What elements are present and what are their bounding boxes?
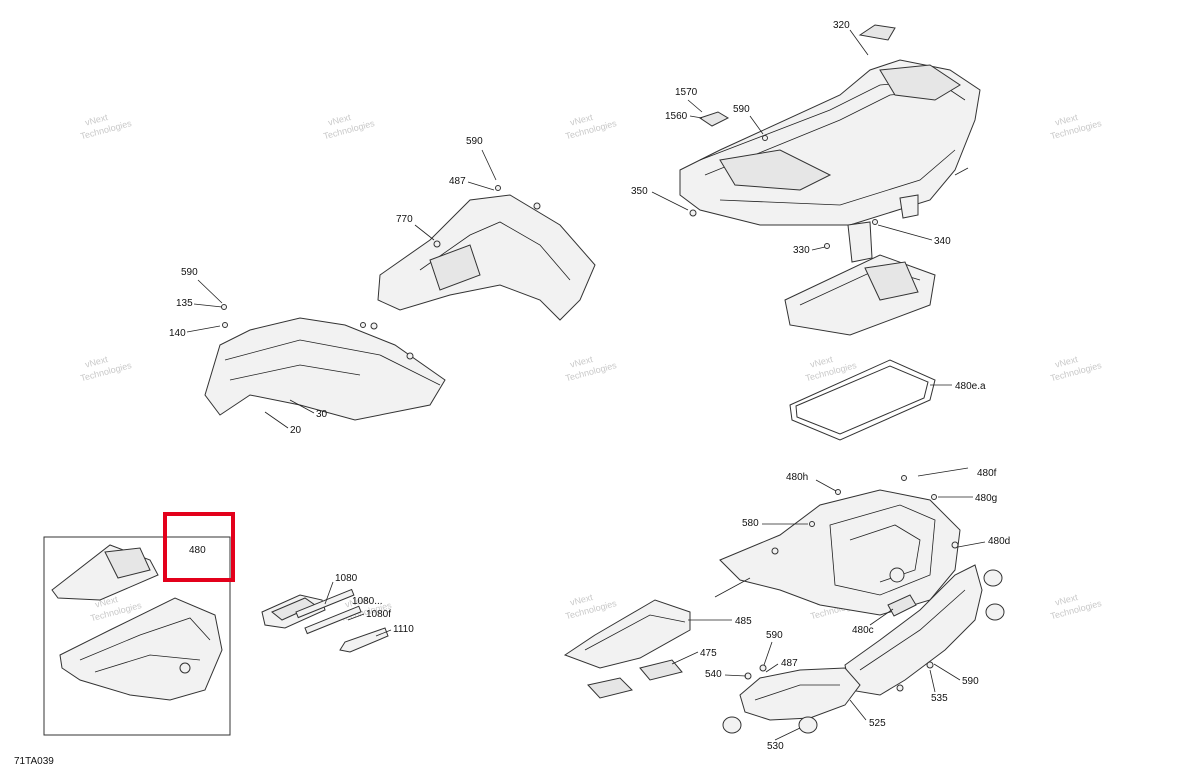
callout-140: 140 [169, 328, 186, 339]
storage-gasket: 480e.a [789, 359, 986, 441]
callout-487-tub: 487 [781, 658, 798, 669]
diagram-code: 71TA039 [14, 756, 54, 767]
fender-callouts: 590 487 770 590 135 140 30 20 [169, 136, 497, 436]
highlight-label: 480 [189, 545, 206, 556]
tool-kit: 1080 1080... 1080f 1110 [261, 573, 414, 653]
callout-340: 340 [934, 236, 951, 247]
callout-480ea: 480e.a [955, 381, 986, 392]
callout-330: 330 [793, 245, 810, 256]
inset-box-480 [43, 536, 231, 736]
callout-1560: 1560 [665, 111, 688, 122]
callout-480h: 480h [786, 472, 808, 483]
storage-lid [784, 254, 936, 336]
callout-480g: 480g [975, 493, 997, 504]
callout-580: 580 [742, 518, 759, 529]
highlight-box [163, 512, 235, 582]
callout-1080f: 1080f [366, 609, 391, 620]
rear-fender-left [722, 664, 861, 734]
callout-30: 30 [316, 409, 328, 420]
callout-525: 525 [869, 718, 886, 729]
callout-770: 770 [396, 214, 413, 225]
callout-590-right: 590 [962, 676, 979, 687]
callout-535: 535 [931, 693, 948, 704]
front-fender-upper [377, 185, 596, 321]
callout-475: 475 [700, 648, 717, 659]
callout-590-fender: 590 [466, 136, 483, 147]
callout-590-tub: 590 [766, 630, 783, 641]
callout-590-rack: 590 [733, 104, 750, 115]
highlight-480: 480 [163, 512, 235, 582]
rear-rack-assembly [679, 24, 981, 263]
callout-480d: 480d [988, 536, 1010, 547]
callout-530: 530 [767, 741, 784, 752]
callout-480f: 480f [977, 468, 997, 479]
callout-590-left: 590 [181, 267, 198, 278]
callout-480c: 480c [852, 625, 874, 636]
skid-plate [563, 599, 691, 699]
callout-540: 540 [705, 669, 722, 680]
callout-1110: 1110 [393, 624, 414, 635]
rack-callouts: 320 1570 1560 590 350 330 340 [631, 20, 951, 256]
callout-487-fender: 487 [449, 176, 466, 187]
callout-1080b: 1080... [352, 596, 383, 607]
front-fender-lower [204, 304, 446, 421]
rear-fender-right [844, 564, 1005, 696]
callout-1080: 1080 [335, 573, 358, 584]
tub-callouts: 480h 480f 480g 580 480d 480c 485 475 590… [671, 468, 1010, 752]
callout-320: 320 [833, 20, 850, 31]
callout-135: 135 [176, 298, 193, 309]
callout-485: 485 [735, 616, 752, 627]
callout-1570: 1570 [675, 87, 698, 98]
callout-350: 350 [631, 186, 648, 197]
storage-tub [714, 467, 969, 616]
callout-20: 20 [290, 425, 302, 436]
